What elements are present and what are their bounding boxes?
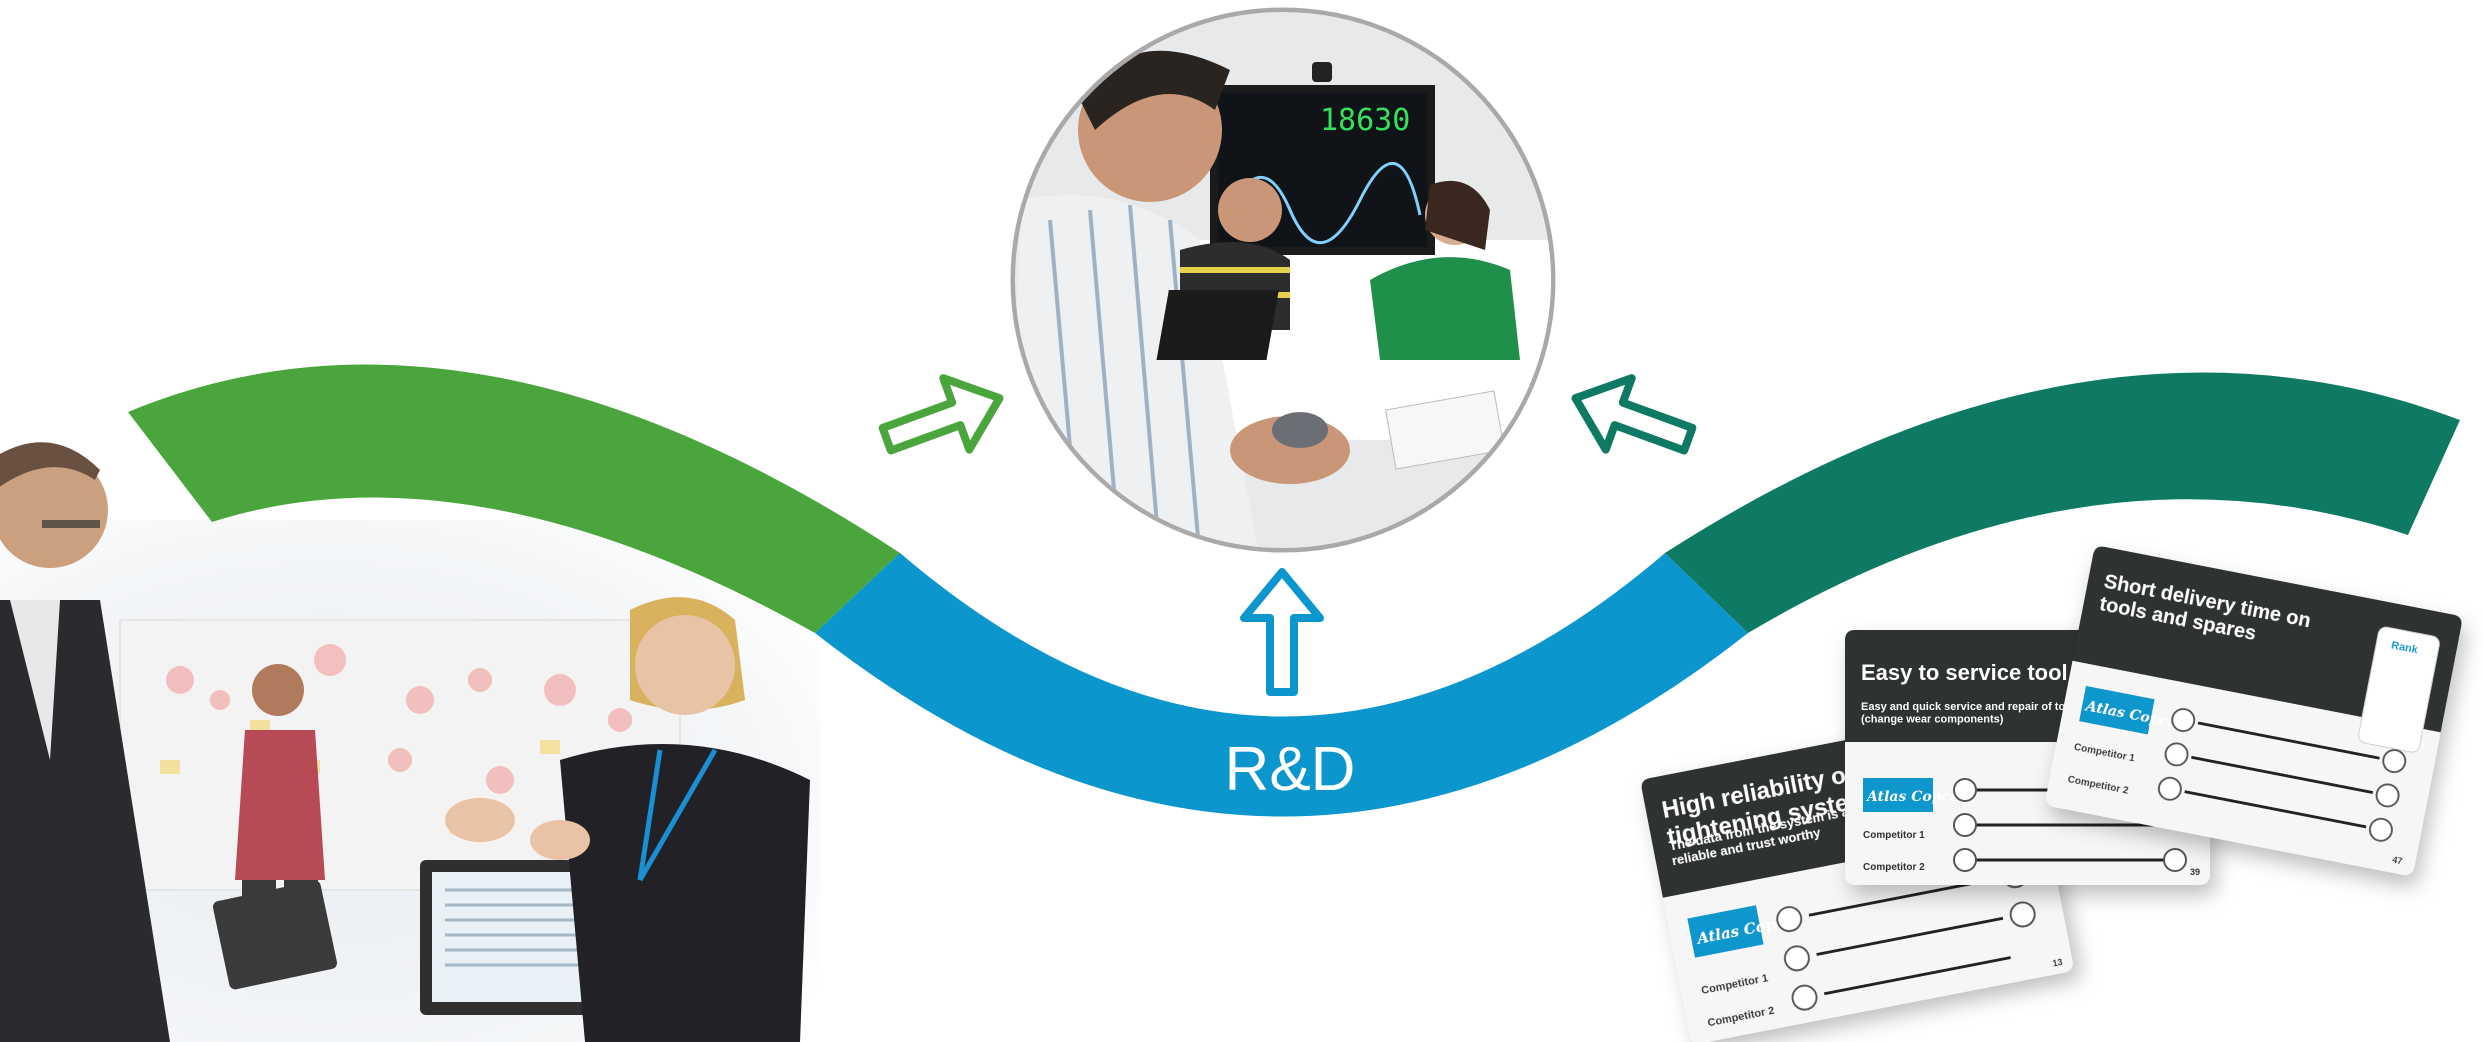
monitor-reading: 18630 [1320,103,1410,138]
arrow-customer-to-rnd [1571,374,1697,455]
rank-slot [2358,626,2440,753]
marketing-band [128,364,900,633]
arrow-marketing-to-rnd [878,374,1004,455]
marketing-team-photo [0,442,820,1042]
card-page-number: 39 [2190,867,2200,877]
card-page-number: 13 [2052,957,2064,969]
brand-logo: Atlas Copco [1865,789,1959,805]
rnd-label: R&D [1225,735,1356,804]
card-title: Easy to service tool [1861,660,2068,685]
rnd-lab-photo: 18630 [1010,7,1556,553]
survey-card: Short delivery time ontools and spares R… [2046,546,2462,875]
competitor-2-label: Competitor 2 [1863,862,1925,873]
competitor-1-label: Competitor 1 [1863,830,1925,841]
arrow-rnd-up [1240,568,1324,696]
rank-label: Rank [2390,639,2420,656]
card-subtitle: Easy and quick service and repair of too… [1861,701,2075,726]
rnd-band [815,553,1748,817]
card-page-number: 47 [2391,855,2403,867]
customer-band [1665,372,2460,633]
